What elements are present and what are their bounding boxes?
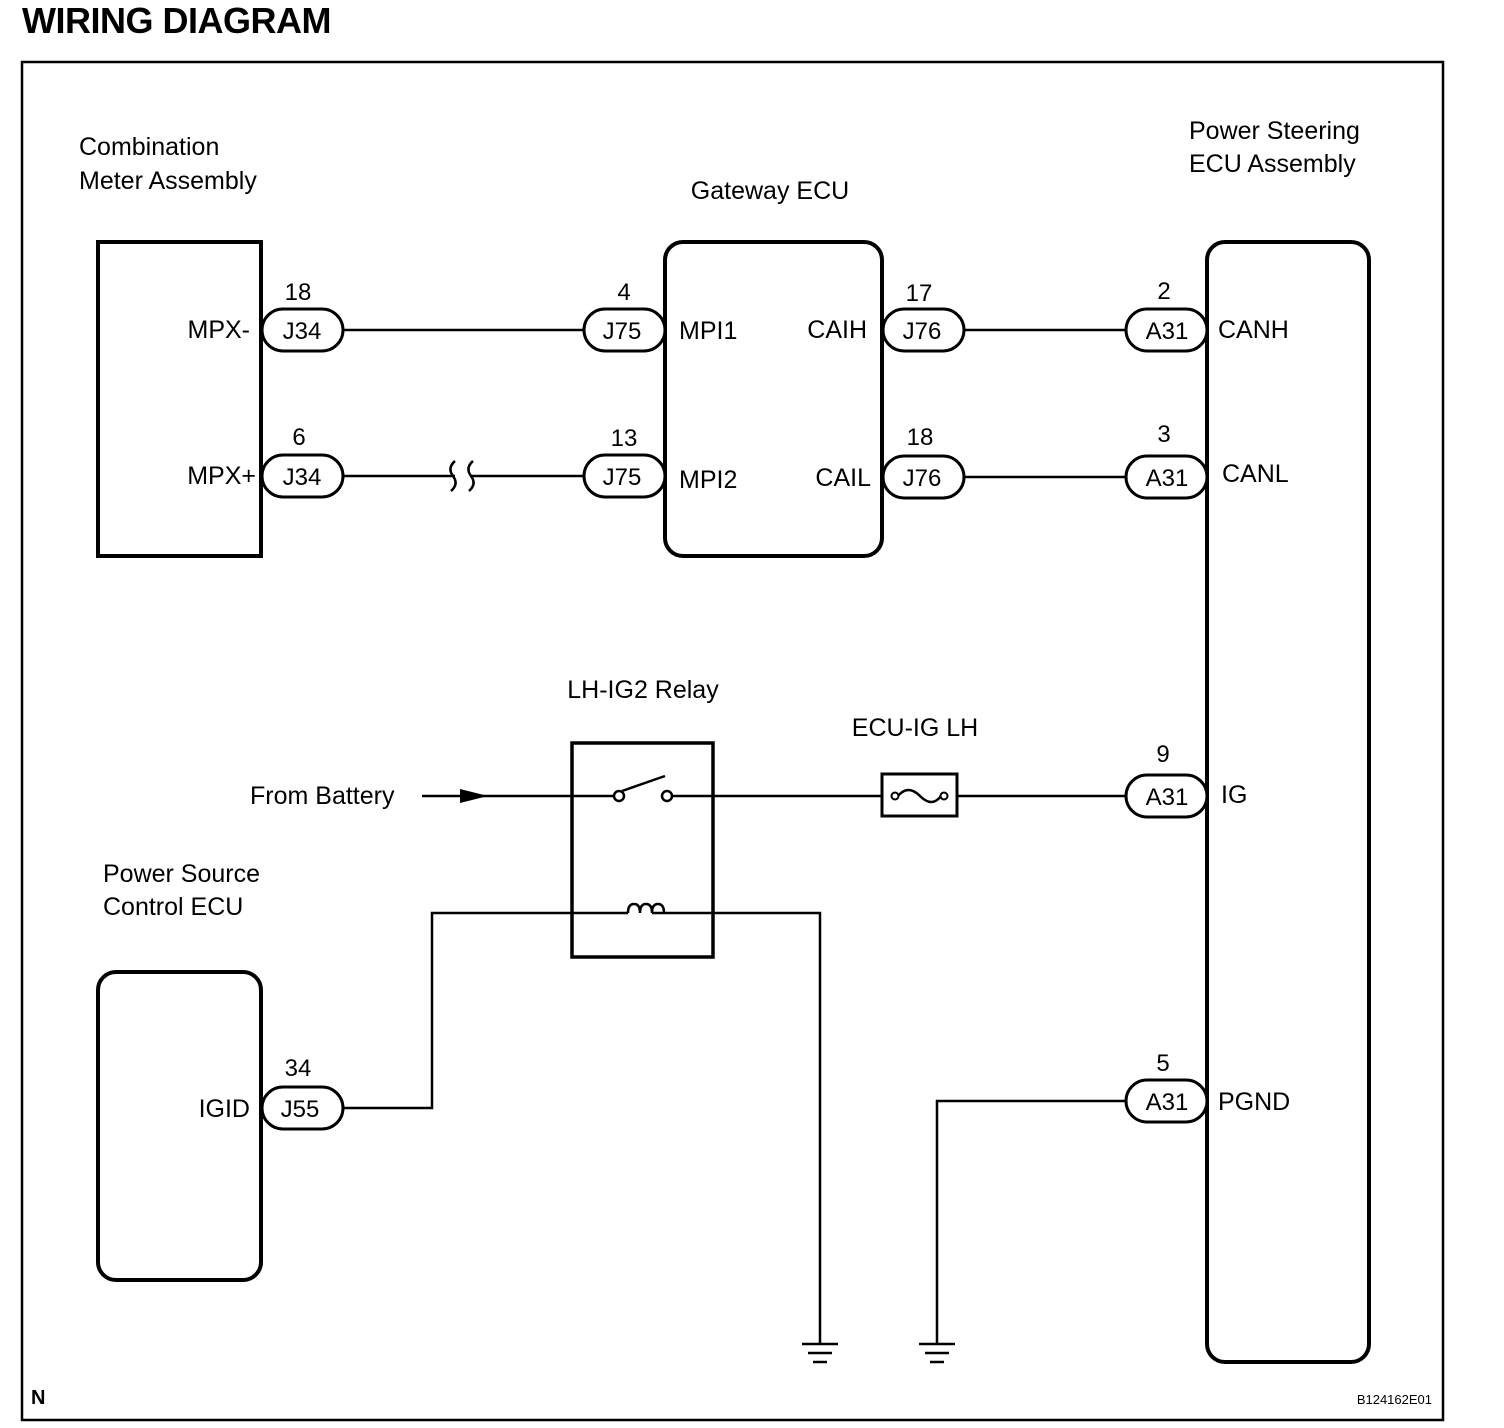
meter-label-line2: Meter Assembly [79, 167, 257, 195]
terminal-canl: CANL [1222, 460, 1289, 488]
footer-figure-id: B124162E01 [1357, 1392, 1432, 1407]
power-source-label-line2: Control ECU [103, 893, 243, 921]
connector-j34-6: J34 6 [260, 424, 345, 499]
ps-ecu-label-line1: Power Steering [1189, 117, 1360, 145]
connector-id: A31 [1146, 465, 1189, 492]
connector-id: A31 [1146, 784, 1189, 811]
terminal-canh: CANH [1218, 316, 1289, 344]
terminal-cail: CAIL [815, 464, 871, 492]
combination-meter-box [96, 240, 263, 558]
terminal-igid: IGID [199, 1095, 250, 1123]
wire-break-right [467, 460, 475, 492]
pin-number: 17 [906, 280, 933, 307]
pin-number: 5 [1156, 1050, 1169, 1077]
terminal-mpi1: MPI1 [679, 317, 737, 345]
pin-number: 4 [617, 279, 630, 306]
connector-id: J76 [903, 318, 942, 345]
fuse-terminal-right [939, 791, 949, 801]
pin-number: 6 [292, 424, 305, 451]
terminal-mpx-plus: MPX+ [187, 462, 256, 490]
switch-blade-icon [621, 774, 666, 793]
power-source-label-line1: Power Source [103, 860, 260, 888]
terminal-caih: CAIH [807, 316, 867, 344]
terminal-mpx-minus: MPX- [188, 316, 251, 344]
pin-number: 3 [1157, 421, 1170, 448]
connector-a31-2: A31 2 [1124, 278, 1209, 353]
meter-label-line1: Combination [79, 133, 219, 161]
fuse-element [897, 788, 942, 804]
connector-j76-17: J76 17 [881, 280, 966, 353]
wire-break-left [449, 460, 457, 492]
terminal-ig: IG [1221, 781, 1247, 809]
pin-number: 13 [611, 425, 638, 452]
footer-left-mark: N [31, 1387, 45, 1409]
fuse-terminal-left [890, 791, 900, 801]
pin-number: 34 [285, 1055, 312, 1082]
connector-id: J34 [283, 318, 322, 345]
terminal-pgnd: PGND [1218, 1088, 1290, 1116]
gateway-label: Gateway ECU [691, 177, 849, 205]
diagram-frame [20, 60, 1445, 1422]
switch-contact-right [660, 789, 674, 803]
pin-number: 18 [907, 424, 934, 451]
connector-a31-3: A31 3 [1124, 421, 1209, 500]
pin-number: 18 [285, 279, 312, 306]
connector-a31-9: A31 9 [1124, 741, 1209, 819]
pin-number: 9 [1156, 741, 1169, 768]
connector-j55-34: J55 34 [260, 1055, 345, 1131]
battery-arrow-icon [460, 789, 488, 803]
connector-id: J75 [603, 318, 642, 345]
pin-number: 2 [1157, 278, 1170, 305]
power-source-control-ecu-box [96, 970, 263, 1282]
connector-id: J76 [903, 465, 942, 492]
connector-id: J75 [603, 464, 642, 491]
terminal-mpi2: MPI2 [679, 466, 737, 494]
gateway-ecu-box [663, 240, 884, 558]
page-title: WIRING DIAGRAM [22, 0, 331, 41]
connector-a31-5: A31 5 [1124, 1050, 1209, 1124]
battery-label: From Battery [250, 782, 395, 810]
ps-ecu-label-line2: ECU Assembly [1189, 150, 1356, 178]
connector-j75-13: J75 13 [582, 425, 667, 499]
wire-pgnd [935, 1099, 1126, 1343]
fuse-label: ECU-IG LH [852, 714, 978, 742]
relay-coil-icon [626, 902, 666, 914]
connector-j75-4: J75 4 [582, 279, 667, 353]
connector-id: J55 [281, 1096, 320, 1123]
switch-contact-left [612, 789, 626, 803]
relay-box [570, 741, 715, 959]
wire-coil-ground [652, 911, 822, 1343]
connector-id: A31 [1146, 1089, 1189, 1116]
connector-id: J34 [283, 464, 322, 491]
wire-igid [343, 911, 628, 1110]
connector-id: A31 [1146, 318, 1189, 345]
connector-j34-18: J34 18 [260, 279, 345, 353]
connector-j76-18: J76 18 [881, 424, 966, 500]
relay-label: LH-IG2 Relay [567, 676, 719, 704]
